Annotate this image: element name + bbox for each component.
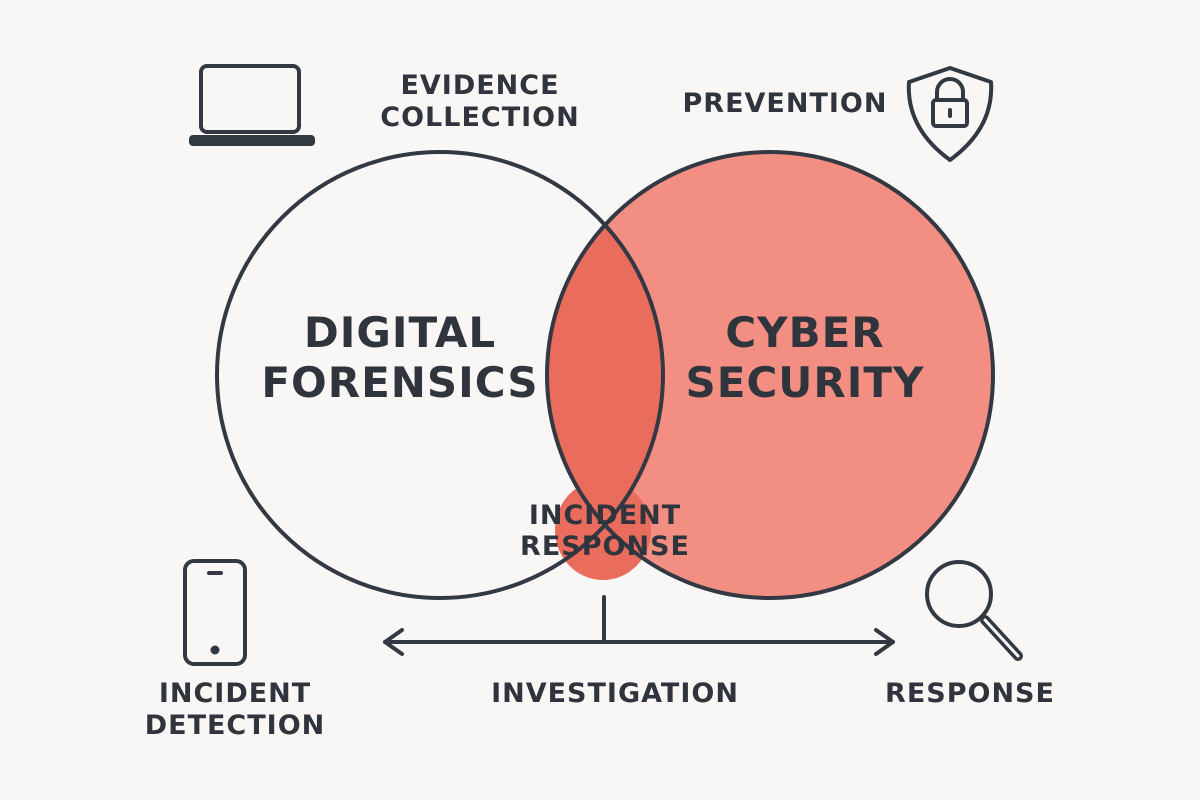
double-arrow-icon — [383, 628, 895, 656]
cyber-security-circle — [547, 152, 993, 598]
label-line: FORENSICS — [261, 358, 539, 408]
prevention-label: PREVENTION — [682, 88, 888, 119]
magnifier-icon — [925, 560, 1023, 661]
label-line: INCIDENT — [528, 500, 682, 531]
label-line: DETECTION — [144, 710, 326, 742]
label-line: DIGITAL — [303, 308, 497, 357]
smartphone-icon — [183, 559, 247, 666]
label-line: RESPONSE — [520, 531, 690, 563]
shield-lock-icon — [906, 66, 994, 162]
cyber-security-outline — [545, 150, 995, 600]
label-line: INCIDENT — [158, 678, 312, 709]
digital-forensics-label: DIGITAL FORENSICS — [255, 308, 545, 409]
laptop-icon — [189, 64, 315, 146]
cyber-security-label: CYBER SECURITY — [660, 308, 950, 409]
evidence-collection-label: EVIDENCE COLLECTION — [380, 70, 580, 135]
label-line: COLLECTION — [380, 102, 580, 134]
investigation-label: INVESTIGATION — [491, 678, 739, 709]
incident-detection-label: INCIDENT DETECTION — [130, 678, 340, 743]
digital-forensics-circle — [215, 150, 665, 600]
response-label: RESPONSE — [885, 678, 1055, 709]
label-line: SECURITY — [685, 358, 925, 408]
label-line: CYBER — [725, 308, 885, 357]
label-line: EVIDENCE — [400, 70, 560, 101]
incident-response-label: INCIDENT RESPONSE — [500, 500, 710, 562]
